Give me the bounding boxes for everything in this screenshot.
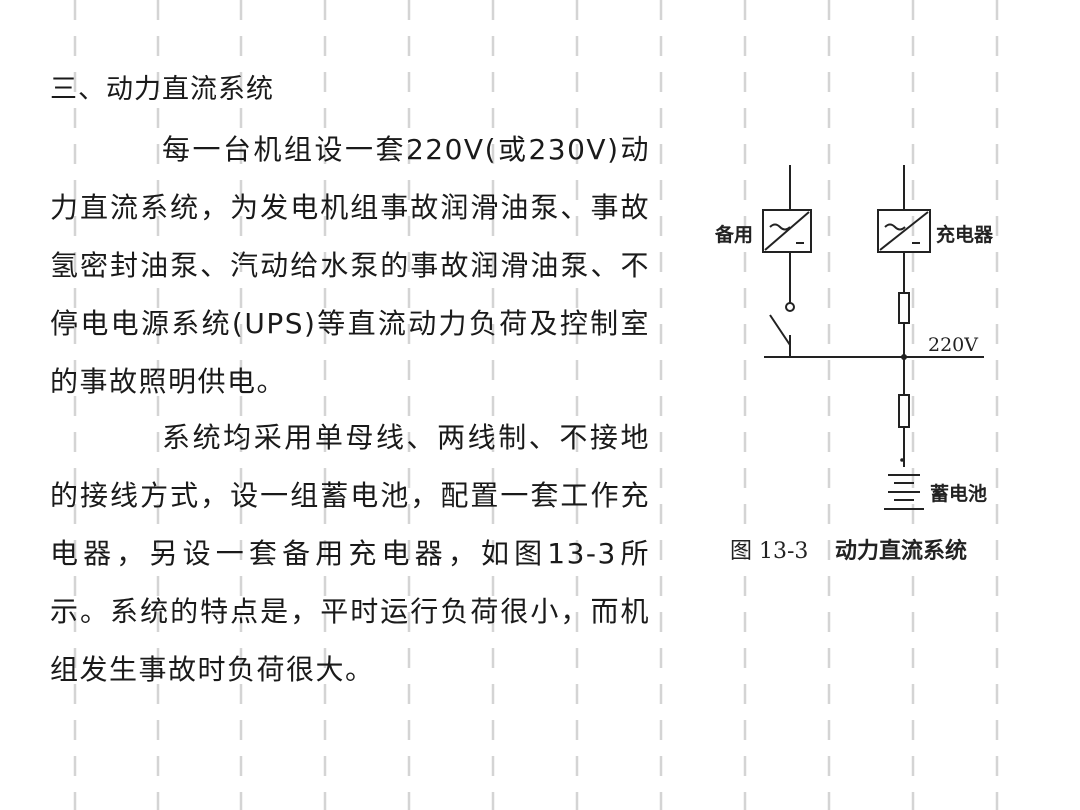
charger-label: 充电器 [936,223,994,246]
charger-fuse [898,292,910,324]
paragraph-2: 系统均采用单母线、两线制、不接地的接线方式，设一组蓄电池，配置一套工作充电器，另… [50,421,650,686]
standby-charger-box [762,209,812,253]
switch-contact [785,302,795,312]
battery-symbol [884,474,924,510]
battery-fuse [898,394,910,428]
bus-junction [901,354,907,360]
figure-number: 图 13-3 [730,539,808,564]
bus-voltage-label: 220V [928,334,978,356]
paragraph-1: 每一台机组设一套220V(或230V)动力直流系统，为发电机组事故润滑油泵、事故… [50,133,650,398]
dc-system-diagram: 备用 充电器 220V 蓄电池 图 13-3 动力直流系统 [714,165,994,564]
disconnect-switch [769,314,791,346]
battery-label: 蓄电池 [930,482,987,505]
section-heading: 三、动力直流系统 [50,74,274,105]
standby-label: 备用 [714,223,753,246]
figure-caption: 动力直流系统 [835,538,967,564]
